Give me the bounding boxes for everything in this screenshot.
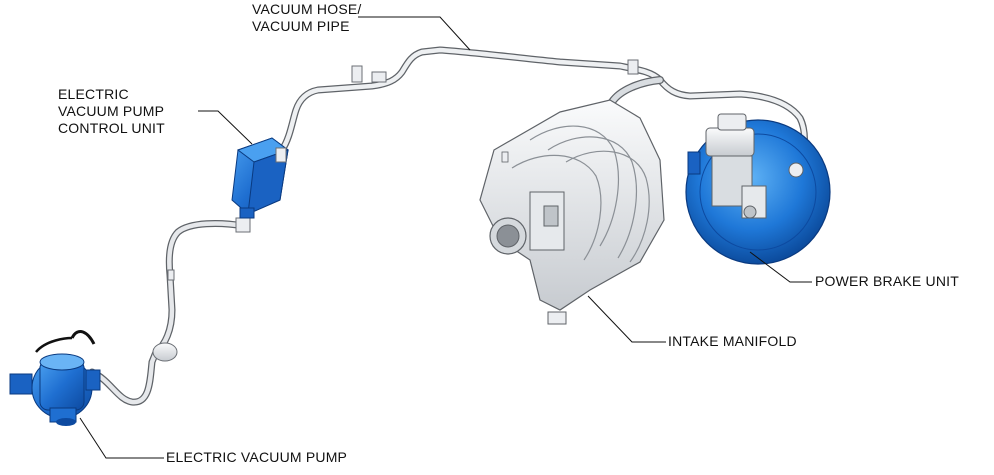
control-unit-label-line1: ELECTRIC	[58, 86, 129, 102]
power-brake-unit	[685, 113, 831, 265]
intake-manifold-label: INTAKE MANIFOLD	[668, 333, 797, 349]
electric-vacuum-pump	[9, 329, 101, 426]
leader-vacuum-hose	[358, 16, 471, 51]
vacuum-hose-label-line1: VACUUM HOSE/	[252, 1, 362, 17]
electric-vacuum-pump-label: ELECTRIC VACUUM PUMP	[166, 449, 348, 465]
power-brake-unit-label: POWER BRAKE UNIT	[815, 273, 959, 289]
control-unit-label-line2: VACUUM PUMP	[58, 103, 165, 119]
leader-intake-manifold	[587, 295, 666, 343]
intake-manifold	[479, 99, 665, 325]
leader-electric-vacuum-pump	[79, 417, 164, 459]
control-unit-label-line3: CONTROL UNIT	[58, 120, 165, 136]
vacuum-hose-label: VACUUM HOSE/ VACUUM PIPE	[252, 1, 362, 35]
control-unit-label: ELECTRIC VACUUM PUMP CONTROL UNIT	[58, 86, 165, 137]
leader-power-brake-unit	[749, 251, 812, 283]
vacuum-hose-label-line2: VACUUM PIPE	[252, 18, 350, 34]
leader-lines	[79, 16, 812, 459]
leader-control-unit	[198, 110, 253, 145]
electric-vacuum-pump-control-unit	[231, 137, 290, 219]
